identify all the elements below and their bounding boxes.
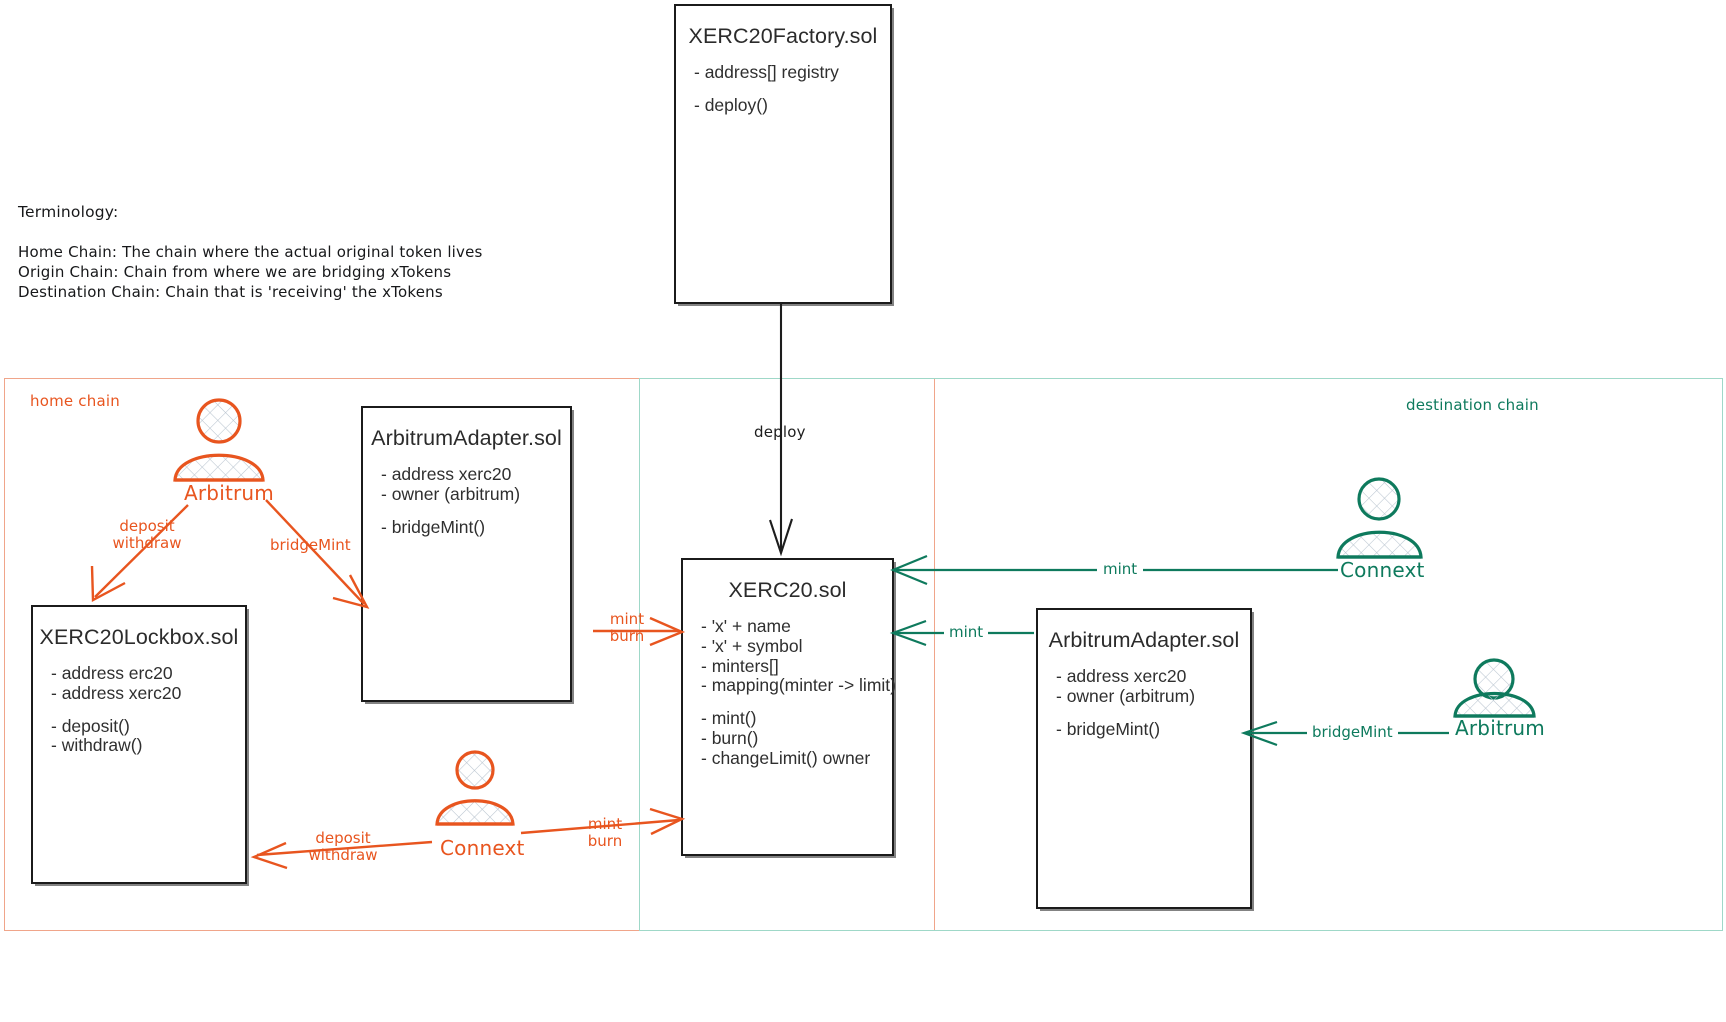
arbitrumadapter-dest-line: - owner (arbitrum) (1056, 685, 1196, 706)
arbitrumadapter-home-title: ArbitrumAdapter.sol (371, 426, 562, 450)
xerc20lockbox-line: - withdraw() (51, 735, 143, 756)
withdraw-label: withdraw (112, 533, 182, 552)
terminology-line: Destination Chain: Chain that is 'receiv… (18, 282, 443, 301)
deposit-label: deposit (315, 829, 371, 847)
deploy-label: deploy (754, 423, 806, 441)
arbitrumadapter-home-line: - owner (arbitrum) (381, 483, 521, 504)
burn-label: burn (587, 831, 623, 850)
terminology-line: Origin Chain: Chain from where we are br… (18, 262, 452, 281)
mint-label: mint (587, 815, 623, 833)
xerc20-line: - mint() (701, 708, 757, 729)
actor-arbitrum-home-label: Arbitrum (184, 481, 274, 505)
arbitrumadapter-dest-line: - bridgeMint() (1056, 718, 1161, 739)
xerc20lockbox-line: - deposit() (51, 715, 130, 736)
deposit-withdraw-label-top: deposit withdraw (99, 518, 195, 552)
xerc20-line: - burn() (701, 727, 759, 748)
destination-chain-frame (639, 378, 1723, 931)
mint-burn-arrow-adapter-home (593, 616, 686, 647)
xerc20factory-line: - address[] registry (694, 62, 839, 82)
xerc20-line: - 'x' + symbol (701, 635, 803, 656)
xerc20lockbox-line: - address xerc20 (51, 682, 182, 703)
bridgemint-label-dest: bridgeMint (1307, 724, 1398, 741)
xerc20-line: - mapping(minter -> limit) (701, 675, 896, 696)
arbitrumadapter-home-line: - bridgeMint() (381, 516, 486, 537)
withdraw-label: withdraw (308, 845, 378, 864)
xerc20lockbox-box: XERC20Lockbox.sol - address erc20 - addr… (31, 605, 247, 884)
destination-chain-label: destination chain (1406, 396, 1539, 414)
arbitrumadapter-home-line: - address xerc20 (381, 464, 512, 484)
mint-burn-arrow-connext-home (520, 807, 686, 836)
arbitrumadapter-dest-box: ArbitrumAdapter.sol - address xerc20 - o… (1036, 608, 1252, 909)
mint-label-adapter-dest: mint (944, 624, 989, 641)
arbitrumadapter-home-box: ArbitrumAdapter.sol - address xerc20 - o… (361, 406, 572, 702)
xerc20-box: XERC20.sol - 'x' + name - 'x' + symbol -… (681, 558, 896, 856)
mint-label: mint (609, 610, 645, 628)
burn-label: burn (609, 626, 645, 645)
xerc20lockbox-line: - address erc20 (51, 663, 173, 683)
xerc20lockbox-title: XERC20Lockbox.sol (39, 625, 239, 649)
xerc20-title: XERC20.sol (728, 578, 847, 602)
deposit-withdraw-arrow-bottom (250, 840, 433, 870)
mint-burn-label-connext-home: mint burn (583, 816, 627, 850)
actor-connext-dest (1336, 477, 1423, 559)
arbitrumadapter-dest-title: ArbitrumAdapter.sol (1048, 628, 1240, 652)
actor-arbitrum-dest (1453, 658, 1536, 718)
terminology-line: Home Chain: The chain where the actual o… (18, 243, 483, 261)
terminology-heading: Terminology: (18, 203, 119, 221)
xerc20-line: - changeLimit() owner (701, 747, 871, 768)
xerc20factory-box: XERC20Factory.sol - address[] registry -… (674, 4, 892, 304)
bridgemint-label-home: bridgeMint (270, 536, 351, 554)
bridgemint-arrow-home (265, 499, 370, 609)
deposit-withdraw-label-bottom: deposit withdraw (297, 830, 389, 864)
xerc20-line: - minters[] (701, 655, 779, 676)
deploy-arrow (769, 302, 793, 557)
deposit-withdraw-arrow-top (90, 504, 189, 602)
actor-connext-home-label: Connext (440, 836, 525, 860)
xerc20factory-title: XERC20Factory.sol (688, 24, 878, 48)
actor-arbitrum-home (173, 398, 265, 482)
mint-burn-label-adapter-home: mint burn (605, 611, 649, 645)
actor-arbitrum-dest-label: Arbitrum (1455, 716, 1545, 740)
home-chain-label: home chain (30, 392, 120, 410)
xerc20-line: - 'x' + name (701, 616, 791, 636)
actor-connext-home (435, 750, 515, 826)
mint-label-connext-dest: mint (1097, 561, 1144, 578)
deposit-label: deposit (119, 517, 175, 535)
terminology-block: Terminology: Home Chain: The chain where… (18, 203, 483, 303)
actor-connext-dest-label: Connext (1340, 558, 1425, 582)
arbitrumadapter-dest-line: - address xerc20 (1056, 666, 1187, 686)
xerc20factory-line: - deploy() (694, 94, 768, 115)
home-chain-frame (4, 378, 935, 931)
